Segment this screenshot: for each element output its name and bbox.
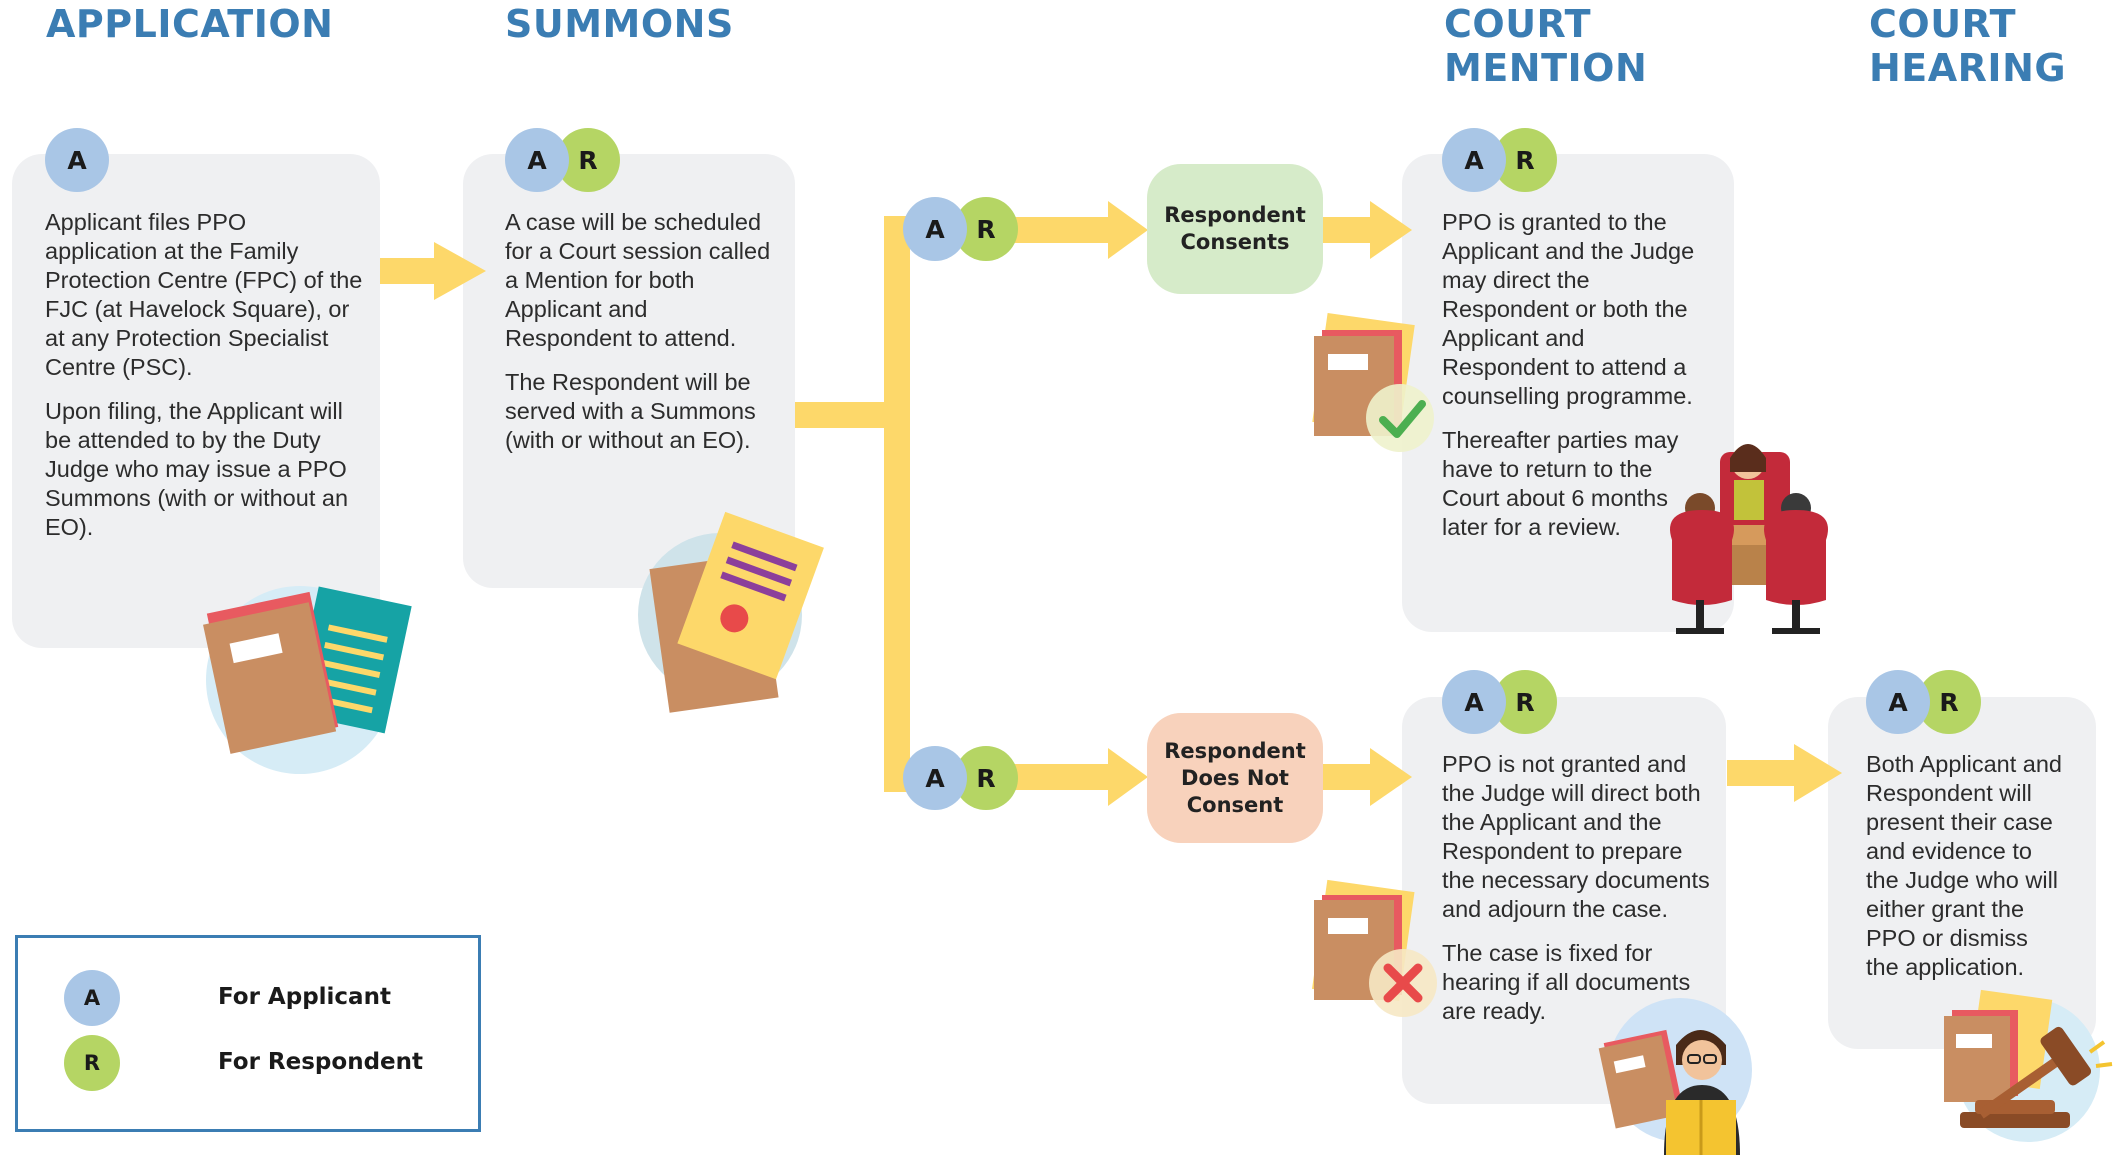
badge-applicant-application: A xyxy=(45,128,109,192)
heading-summons: SUMMONS xyxy=(505,2,734,46)
not-granted-text: PPO is not granted and the Judge will di… xyxy=(1442,750,1710,1041)
heading-court-hearing-line1: COURT xyxy=(1869,2,2017,46)
legend-badge-respondent: R xyxy=(64,1035,120,1091)
badge-applicant-granted: A xyxy=(1442,128,1506,192)
not-granted-paragraph-1: PPO is not granted and the Judge will di… xyxy=(1442,751,1710,922)
heading-court-hearing-line2: HEARING xyxy=(1869,46,2067,90)
application-paragraph-1: Applicant files PPO application at the F… xyxy=(45,209,363,380)
gavel-icon xyxy=(1944,989,2113,1142)
hearing-text: Both Applicant and Respondent will prese… xyxy=(1866,750,2066,997)
heading-court-mention: COURT MENTION xyxy=(1444,2,1647,90)
heading-application: APPLICATION xyxy=(46,2,334,46)
badge-applicant-not-granted: A xyxy=(1442,670,1506,734)
summons-text: A case will be scheduled for a Court ses… xyxy=(505,208,775,470)
badge-applicant-summons: A xyxy=(505,128,569,192)
summons-document-icon xyxy=(638,511,824,713)
granted-text: PPO is granted to the Applicant and the … xyxy=(1442,208,1712,557)
cross-icon xyxy=(1383,963,1423,1003)
judge-reading-icon xyxy=(1598,998,1752,1155)
card-application xyxy=(12,154,380,648)
summons-paragraph-1: A case will be scheduled for a Court ses… xyxy=(505,209,771,351)
flow-arrows xyxy=(380,201,1842,806)
granted-paragraph-1: PPO is granted to the Applicant and the … xyxy=(1442,209,1695,409)
granted-paragraph-2: Thereafter parties may have to return to… xyxy=(1442,427,1679,540)
application-text: Applicant files PPO application at the F… xyxy=(45,208,365,557)
application-paragraph-2: Upon filing, the Applicant will be atten… xyxy=(45,398,349,540)
legend-label-applicant: For Applicant xyxy=(218,984,391,1010)
respondent-does-not-consent-pill: Respondent Does Not Consent xyxy=(1147,713,1323,843)
card-summons xyxy=(463,154,795,588)
hearing-paragraph-1: Both Applicant and Respondent will prese… xyxy=(1866,751,2062,980)
counselling-scene-icon xyxy=(1670,444,1828,634)
approved-folder-icon xyxy=(1312,312,1434,452)
badge-applicant-branch-upper: A xyxy=(903,197,967,261)
badge-respondent-hearing: R xyxy=(1917,670,1981,734)
check-icon xyxy=(1379,400,1426,438)
not-granted-paragraph-2: The case is fixed for hearing if all doc… xyxy=(1442,940,1691,1024)
badge-applicant-hearing: A xyxy=(1866,670,1930,734)
legend-label-respondent: For Respondent xyxy=(218,1049,424,1075)
heading-court-hearing: COURT HEARING xyxy=(1869,2,2066,90)
card-court-hearing xyxy=(1828,697,2096,1049)
rejected-folder-icon xyxy=(1312,879,1437,1017)
badge-respondent-summons: R xyxy=(556,128,620,192)
legend xyxy=(15,935,481,1132)
heading-court-mention-line1: COURT xyxy=(1444,2,1592,46)
respondent-consents-pill: Respondent Consents xyxy=(1147,164,1323,294)
heading-court-mention-line2: MENTION xyxy=(1444,46,1648,90)
summons-paragraph-2: The Respondent will be served with a Sum… xyxy=(505,369,756,453)
document-folder-icon xyxy=(203,586,412,774)
badge-respondent-branch-upper: R xyxy=(954,197,1018,261)
legend-badge-applicant: A xyxy=(64,970,120,1026)
badge-applicant-branch-lower: A xyxy=(903,746,967,810)
